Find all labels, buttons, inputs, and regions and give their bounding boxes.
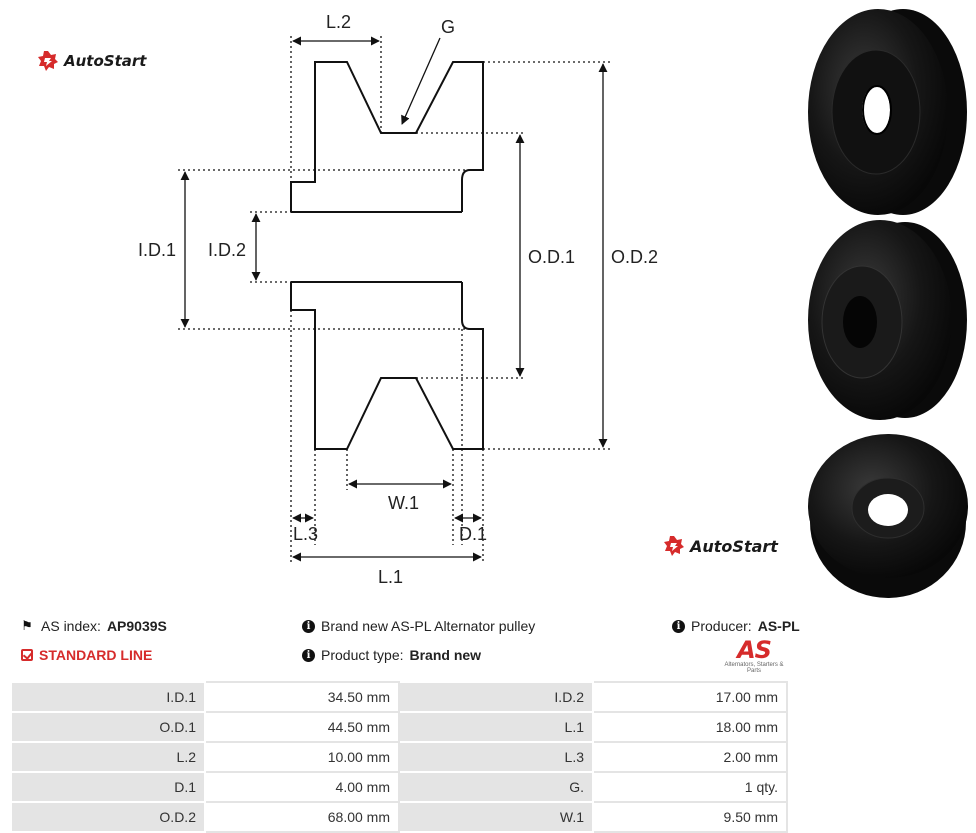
g-arrow xyxy=(401,37,441,125)
product-photos xyxy=(808,9,968,598)
producer-label: Producer: xyxy=(691,618,752,634)
label-w1: W.1 xyxy=(388,493,419,513)
producer-value: AS-PL xyxy=(757,618,800,634)
table-row: I.D.1 34.50 mm I.D.2 17.00 mm xyxy=(10,681,788,713)
spec-value: 4.00 mm xyxy=(204,771,400,803)
autostart-wordmark: AutoStart xyxy=(64,52,147,70)
info-circle-icon: i xyxy=(302,648,315,662)
label-d1: D.1 xyxy=(459,524,487,544)
pulley-photo-side-1 xyxy=(808,9,967,215)
table-row: L.2 10.00 mm L.3 2.00 mm xyxy=(10,741,788,773)
label-l1: L.1 xyxy=(378,567,403,587)
product-type-row: i Product type: Brand new xyxy=(302,647,481,663)
upper-flange-outline xyxy=(290,61,484,212)
check-square-icon xyxy=(21,649,33,661)
standard-line-row: STANDARD LINE xyxy=(21,647,152,663)
tags-icon: ⚑ xyxy=(21,618,33,633)
label-l2: L.2 xyxy=(326,12,351,32)
product-type-value: Brand new xyxy=(409,647,482,663)
info-circle-icon: i xyxy=(302,619,315,633)
dimension-arrows xyxy=(180,36,608,562)
spec-value: 9.50 mm xyxy=(592,801,788,833)
extension-lines xyxy=(178,36,612,562)
lower-flange-outline xyxy=(290,282,484,450)
spec-value: 68.00 mm xyxy=(204,801,400,833)
pulley-photo-front xyxy=(808,434,968,598)
table-row: D.1 4.00 mm G. 1 qty. xyxy=(10,771,788,803)
autostart-logo-icon xyxy=(38,51,58,71)
label-id2: I.D.2 xyxy=(208,240,246,260)
description-text: Brand new AS-PL Alternator pulley xyxy=(321,618,536,634)
label-g: G xyxy=(441,17,455,37)
as-pl-logo-text: AS xyxy=(737,636,772,664)
producer-row: i Producer: AS-PL xyxy=(672,618,800,634)
spec-value: 1 qty. xyxy=(592,771,788,803)
as-index-row: ⚑ AS index: AP9039S xyxy=(19,618,167,634)
info-circle-icon: i xyxy=(672,619,685,633)
pulley-technical-drawing: L.2 G I.D.1 I.D.2 O.D.1 O.D.2 W.1 L.3 D.… xyxy=(138,12,658,587)
label-id1: I.D.1 xyxy=(138,240,176,260)
spec-label: I.D.1 xyxy=(10,681,206,713)
as-pl-logo-tagline: Alternators, Starters & Parts xyxy=(724,662,784,674)
autostart-wordmark: AutoStart xyxy=(690,536,778,556)
description-row: i Brand new AS-PL Alternator pulley xyxy=(302,618,535,634)
as-index-value: AP9039S xyxy=(106,618,167,634)
spec-label: O.D.1 xyxy=(10,711,206,743)
label-od1: O.D.1 xyxy=(528,247,575,267)
spec-label: O.D.2 xyxy=(10,801,206,833)
spec-label: W.1 xyxy=(398,801,594,833)
spec-value: 18.00 mm xyxy=(592,711,788,743)
spec-value: 17.00 mm xyxy=(592,681,788,713)
autostart-logo-top: AutoStart xyxy=(36,49,146,73)
spec-label: G. xyxy=(398,771,594,803)
as-pl-logo: AS Alternators, Starters & Parts xyxy=(718,638,790,674)
pulley-profile xyxy=(290,61,484,450)
spec-value: 10.00 mm xyxy=(204,741,400,773)
spec-label: L.1 xyxy=(398,711,594,743)
spec-label: L.2 xyxy=(10,741,206,773)
table-row: O.D.1 44.50 mm L.1 18.00 mm xyxy=(10,711,788,743)
spec-value: 2.00 mm xyxy=(592,741,788,773)
spec-value: 34.50 mm xyxy=(204,681,400,713)
spec-value: 44.50 mm xyxy=(204,711,400,743)
pulley-photo-side-2 xyxy=(808,220,967,420)
specs-table: I.D.1 34.50 mm I.D.2 17.00 mm O.D.1 44.5… xyxy=(10,681,788,833)
autostart-logo-icon xyxy=(664,536,684,556)
as-index-label: AS index: xyxy=(41,618,101,634)
standard-line-label: STANDARD LINE xyxy=(39,647,153,663)
spec-label: D.1 xyxy=(10,771,206,803)
table-row: O.D.2 68.00 mm W.1 9.50 mm xyxy=(10,801,788,833)
product-type-label: Product type: xyxy=(321,647,404,663)
label-l3: L.3 xyxy=(293,524,318,544)
spec-label: I.D.2 xyxy=(398,681,594,713)
autostart-logo-bottom: AutoStart xyxy=(662,534,778,558)
spec-label: L.3 xyxy=(398,741,594,773)
label-od2: O.D.2 xyxy=(611,247,658,267)
